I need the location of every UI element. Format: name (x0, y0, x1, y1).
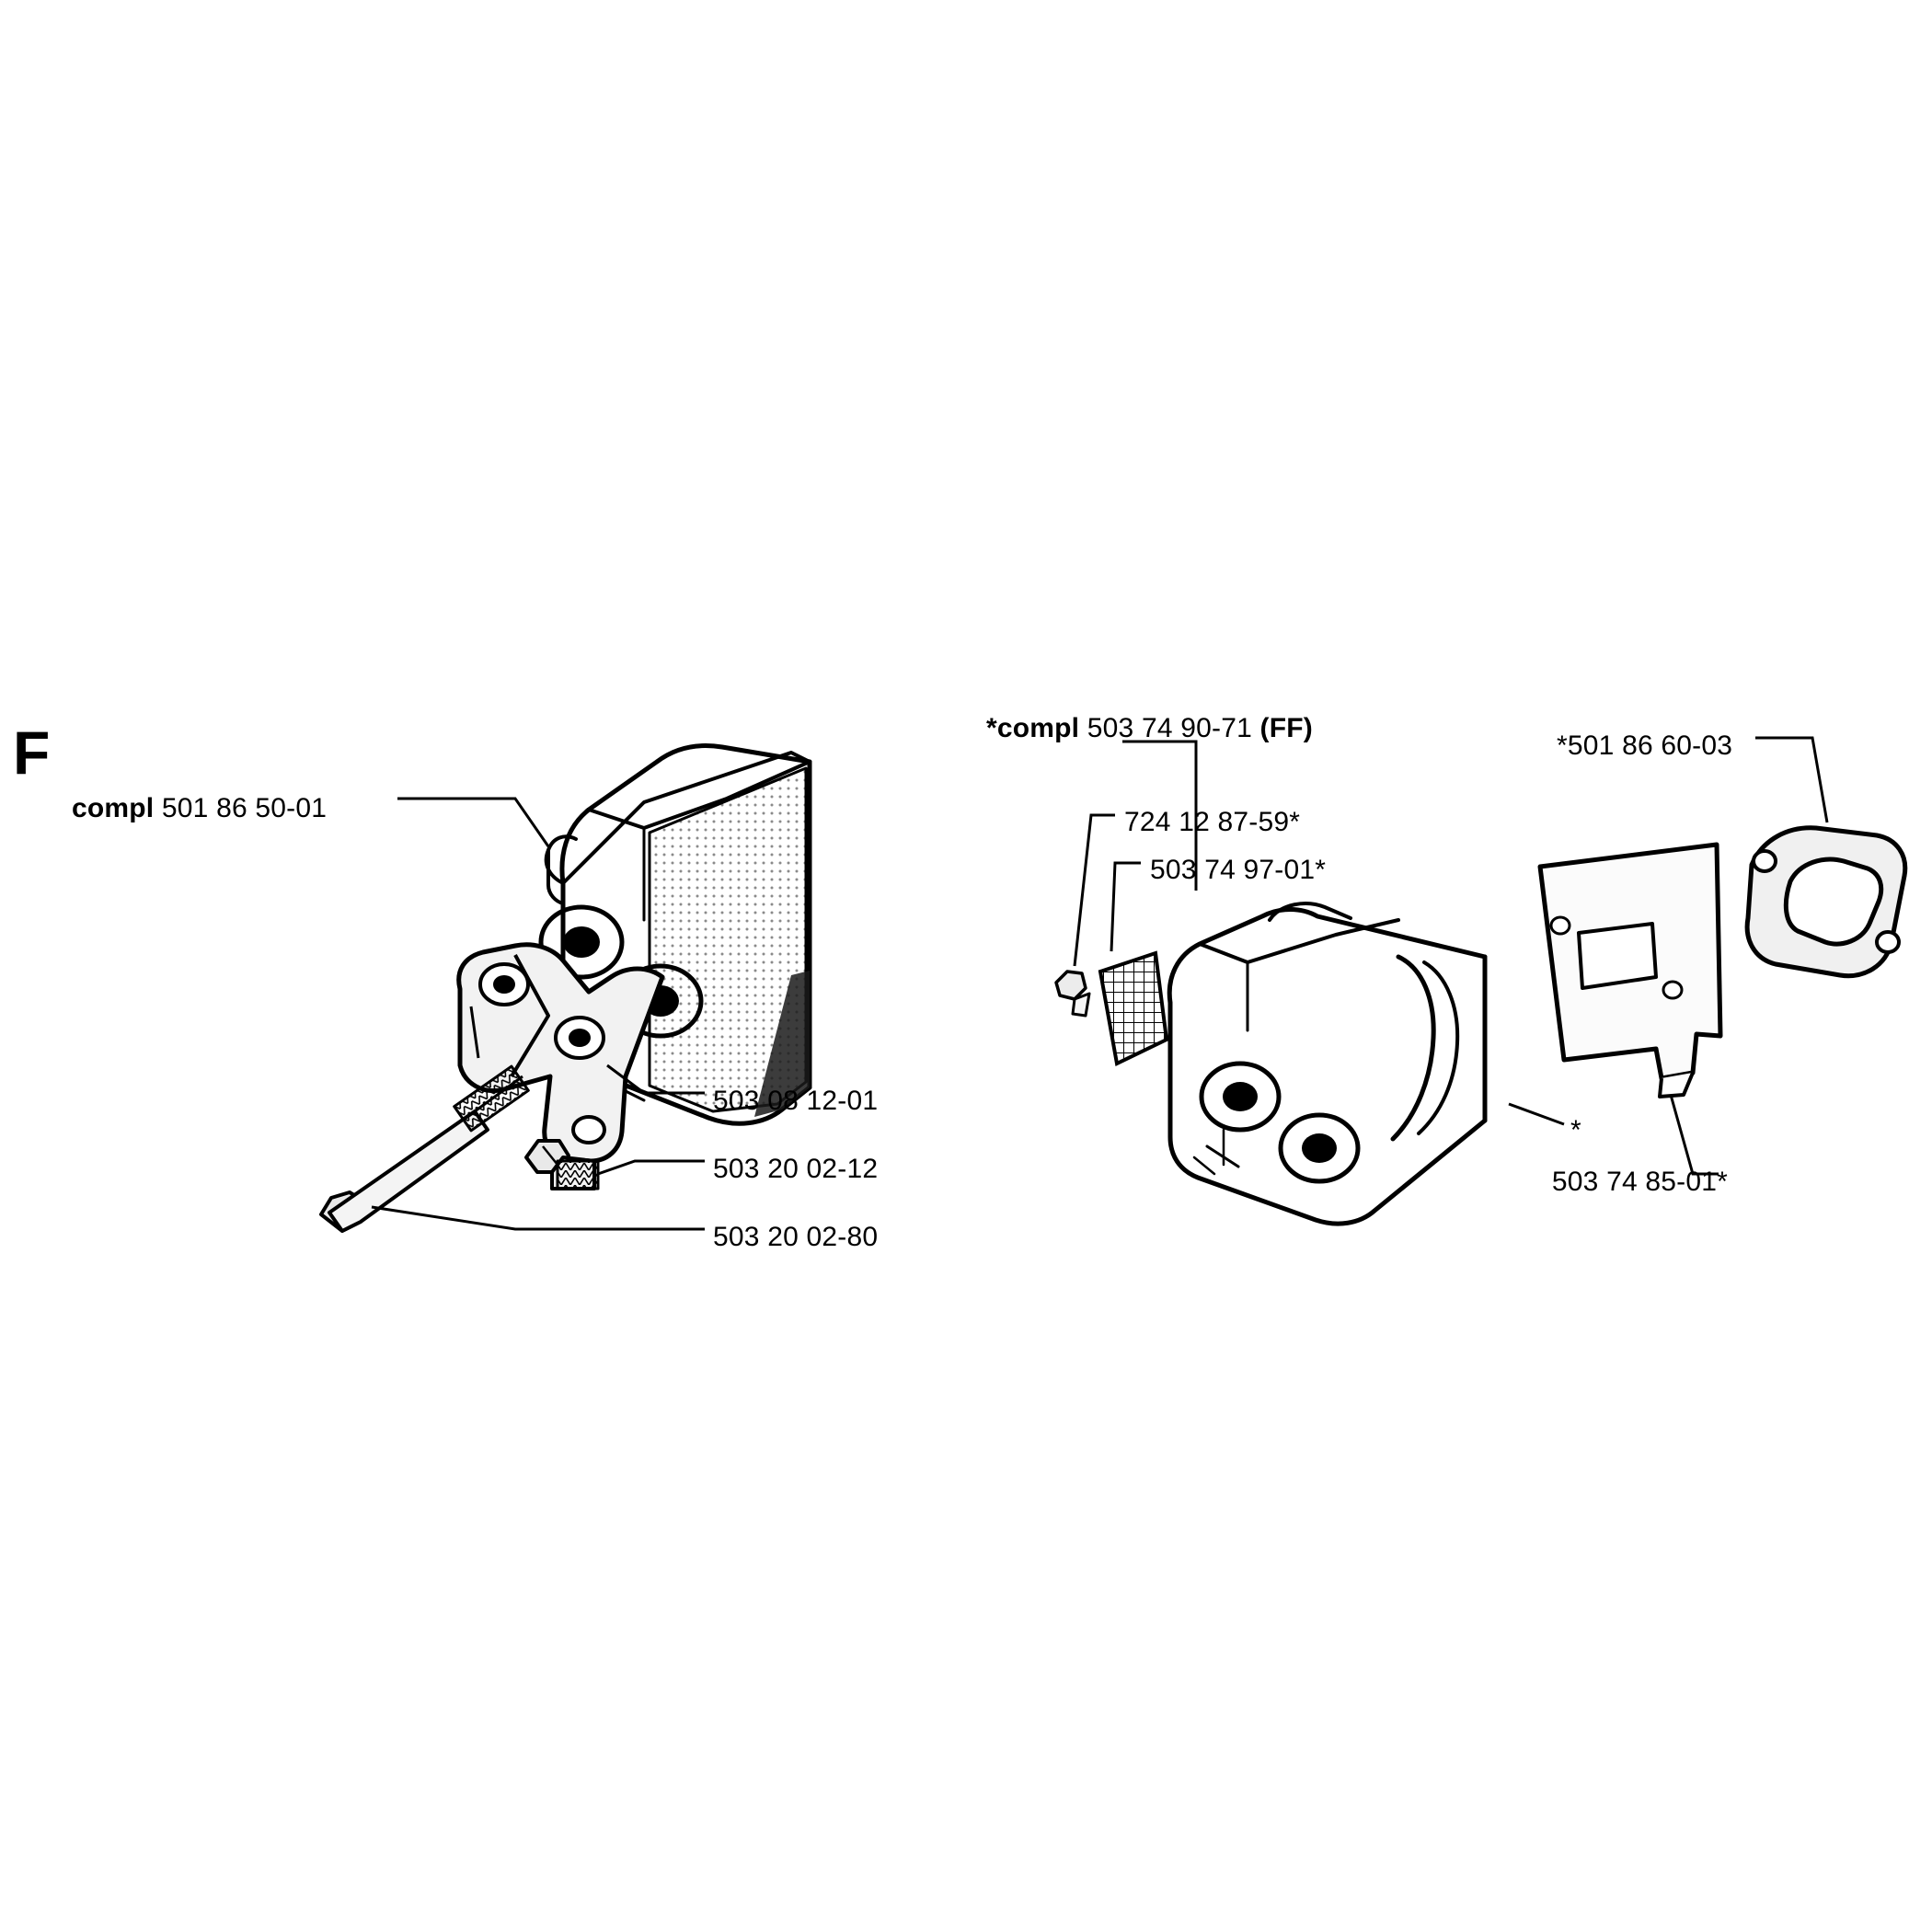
label-screw-short: 503 20 02-12 (713, 1154, 878, 1185)
label-right-assembly-compl-text: *compl 503 74 90-71 (FF) (986, 713, 1313, 743)
label-bracket-text: 503 08 12-01 (713, 1086, 879, 1116)
label-screw-short-text: 503 20 02-12 (713, 1154, 879, 1184)
label-right-assembly-compl: *compl 503 74 90-71 (FF) (986, 713, 1313, 744)
right-muffler-body (1167, 902, 1488, 1226)
muffler-bracket (456, 942, 665, 1164)
short-screw-503-20-02-12 (524, 1139, 600, 1190)
label-left-assembly-compl-text: compl 501 86 50-01 (72, 793, 328, 823)
label-gasket-right: *501 86 60-03 (1557, 730, 1732, 762)
label-left-assembly-compl: compl 501 86 50-01 (72, 793, 327, 824)
label-muffler-asterisk-text: * (1570, 1115, 1581, 1145)
label-bracket: 503 08 12-01 (713, 1086, 878, 1117)
label-muffler-asterisk: * (1570, 1115, 1581, 1146)
label-gasket-right-text: *501 86 60-03 (1557, 730, 1733, 761)
long-screw-503-20-02-80 (319, 1064, 530, 1233)
left-muffler-body (538, 743, 812, 1126)
section-letter: F (13, 719, 51, 787)
label-heat-shield-text: 503 74 85-01* (1551, 1167, 1728, 1197)
heat-shield-plate (1537, 842, 1723, 1098)
label-heat-shield: 503 74 85-01* (1552, 1167, 1728, 1198)
label-spark-screen: 503 74 97-01* (1150, 855, 1326, 886)
exhaust-gasket (1744, 825, 1908, 979)
leader-lines (371, 736, 1829, 1231)
label-screw-long: 503 20 02-80 (713, 1222, 878, 1253)
label-spark-screen-text: 503 74 97-01* (1150, 855, 1327, 885)
label-screen-screw-text: 724 12 87-59* (1124, 807, 1301, 837)
screen-screw (1054, 970, 1091, 1018)
label-screw-long-text: 503 20 02-80 (713, 1222, 879, 1252)
spark-arrestor-screen (1098, 950, 1169, 1066)
label-screen-screw: 724 12 87-59* (1124, 807, 1300, 838)
